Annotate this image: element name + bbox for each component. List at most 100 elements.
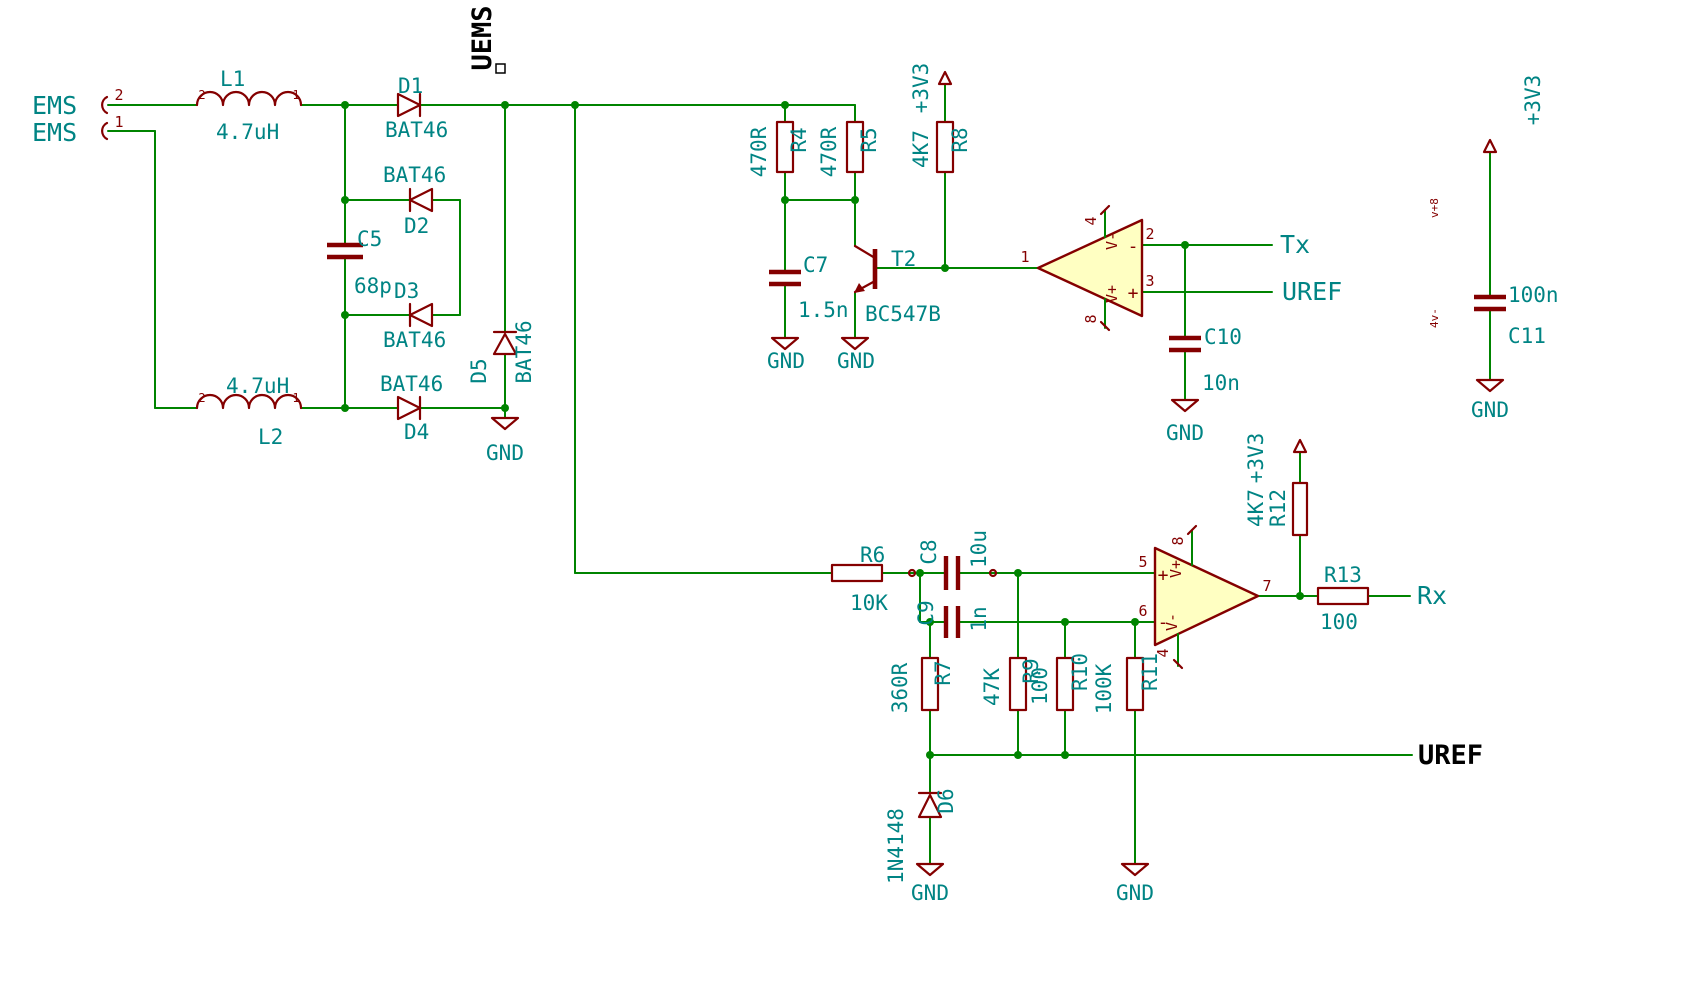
transistor-t2[interactable]: T2 BC547B: [853, 244, 941, 326]
opamp-a-pin3: 3: [1145, 272, 1154, 290]
gnd-symbol-t2[interactable]: GND: [837, 336, 875, 373]
opamp-a-minus-sign: -: [1128, 236, 1139, 257]
power-3v3-label: +3V3: [1521, 75, 1545, 126]
capacitor-c7[interactable]: C7 1.5n: [769, 253, 849, 322]
inductor-l1[interactable]: L1 4.7uH 2 1: [195, 67, 303, 144]
d4-ref: D4: [404, 420, 429, 444]
d2-ref: D2: [404, 214, 429, 238]
gnd-symbol-r11[interactable]: GND: [1116, 862, 1154, 905]
net-label-uref[interactable]: UREF: [1418, 740, 1483, 771]
opamp-b-pin5: 5: [1138, 553, 1147, 571]
gnd-symbol-d5[interactable]: GND: [486, 416, 524, 465]
opamp-a[interactable]: 1 2 3 4 8 V- V+ - +: [1020, 204, 1155, 332]
l1-ref: L1: [220, 67, 245, 91]
connector-pin1-number: 1: [114, 113, 123, 131]
gnd-icon: [1475, 378, 1505, 393]
opamp-a-pin2: 2: [1145, 225, 1154, 243]
capacitor-c9[interactable]: C9 1n: [914, 600, 991, 638]
resistor-r4[interactable]: 470R R4: [747, 120, 811, 177]
resistor-r11[interactable]: 100K R11: [1092, 653, 1162, 714]
c10-value: 10n: [1202, 371, 1240, 395]
gnd-symbol-c11[interactable]: GND: [1471, 378, 1509, 422]
diode-triangle: [396, 395, 422, 421]
gnd-icon: [1170, 398, 1200, 413]
gnd-symbol-d6[interactable]: GND: [911, 862, 949, 905]
resistor-r13[interactable]: R13 100: [1316, 563, 1370, 634]
resistor-r8[interactable]: 4K7 R8: [909, 120, 972, 174]
power-3v3-r12[interactable]: +3V3: [1244, 433, 1308, 484]
gnd-icon: [1120, 862, 1150, 877]
label-anchor-square: [495, 63, 506, 74]
diode-d5[interactable]: D5 BAT46: [467, 320, 536, 383]
resistor-r10[interactable]: 100 R10: [1028, 653, 1092, 712]
opamp-b-plus-sign: +: [1158, 565, 1169, 586]
diode-triangle: [917, 793, 943, 819]
d5-ref: D5: [467, 358, 491, 383]
gnd-symbol-c10[interactable]: GND: [1166, 398, 1204, 445]
resistor-body: [1291, 481, 1309, 537]
port-uref[interactable]: UREF: [1282, 277, 1342, 306]
capacitor-c8[interactable]: C8 10u: [907, 530, 998, 590]
c8-value: 10u: [967, 530, 991, 568]
resistor-body: [775, 120, 795, 174]
r12-value: 4K7: [1244, 489, 1268, 527]
connector-ems[interactable]: EMS EMS 2 1: [32, 86, 124, 147]
capacitor-c10[interactable]: C10 10n: [1169, 325, 1242, 395]
r5-ref: R5: [857, 127, 881, 152]
wires: [107, 83, 1491, 865]
r4-ref: R4: [787, 127, 811, 152]
resistor-r5[interactable]: 470R R5: [817, 120, 881, 177]
r7-value: 360R: [888, 662, 912, 713]
net-label-uems[interactable]: UEMS: [467, 5, 506, 74]
c9-ref: C9: [914, 600, 938, 625]
c9-value: 1n: [967, 606, 991, 631]
inductor-l2[interactable]: 4.7uH L2 2 1: [195, 374, 303, 449]
diode-triangle: [492, 332, 518, 356]
resistor-body: [1316, 586, 1370, 606]
capacitor-c11[interactable]: 100n C11 v+8 4v-: [1428, 198, 1559, 348]
diode-d4[interactable]: BAT46 D4: [380, 372, 443, 444]
d3-value: BAT46: [383, 328, 446, 352]
port-rx[interactable]: Rx: [1417, 581, 1447, 610]
opamp-b-pin6: 6: [1138, 602, 1147, 620]
l2-ref: L2: [258, 425, 283, 449]
d6-ref: D6: [934, 788, 958, 813]
power-3v3-c11[interactable]: +3V3: [1482, 75, 1545, 154]
gnd-icon: [915, 862, 945, 877]
l1-pin-left: 2: [198, 88, 205, 102]
c11-pin-top-label: v+8: [1428, 198, 1441, 218]
diode-d1[interactable]: D1 BAT46: [385, 74, 448, 142]
opamp-b[interactable]: 5 6 7 8 4 V+ V- + -: [1138, 524, 1272, 670]
connector-pin-arc: [101, 95, 109, 115]
opamp-a-pin4-tick: [1099, 204, 1111, 216]
c11-pin-bottom-label: 4v-: [1428, 308, 1441, 328]
transistor-collector: [853, 244, 877, 260]
diode-d2[interactable]: BAT46 D2: [383, 163, 446, 238]
capacitor-c5[interactable]: C5 68p: [327, 227, 392, 298]
port-tx[interactable]: Tx: [1280, 230, 1310, 259]
connector-pin1-name: EMS: [32, 118, 77, 147]
opamp-a-plus-sign: +: [1128, 283, 1139, 304]
power-arrow-icon: [937, 70, 953, 86]
power-3v3-r8[interactable]: +3V3: [909, 63, 953, 114]
diode-d3[interactable]: D3 BAT46: [383, 279, 446, 352]
resistor-r7[interactable]: 360R R7: [888, 656, 955, 713]
diode-d6[interactable]: D6 1N4148: [884, 788, 958, 884]
l2-value: 4.7uH: [226, 374, 289, 398]
opamp-b-pin4: 4: [1154, 648, 1172, 657]
r7-ref: R7: [931, 660, 955, 685]
gnd-symbol-c7[interactable]: GND: [767, 336, 805, 373]
r12-ref: R12: [1266, 489, 1290, 527]
cap-pin-end: [988, 568, 998, 578]
gnd-label: GND: [911, 881, 949, 905]
power-arrow-icon: [1292, 438, 1308, 454]
r9-value: 47K: [980, 668, 1004, 706]
power-3v3-label: +3V3: [1244, 433, 1268, 484]
c7-ref: C7: [803, 253, 828, 277]
resistor-r12[interactable]: 4K7 R12: [1244, 481, 1309, 537]
resistor-r9[interactable]: 47K R9: [980, 656, 1043, 712]
resistor-r6[interactable]: R6 10K: [830, 543, 888, 615]
d1-value: BAT46: [385, 118, 448, 142]
